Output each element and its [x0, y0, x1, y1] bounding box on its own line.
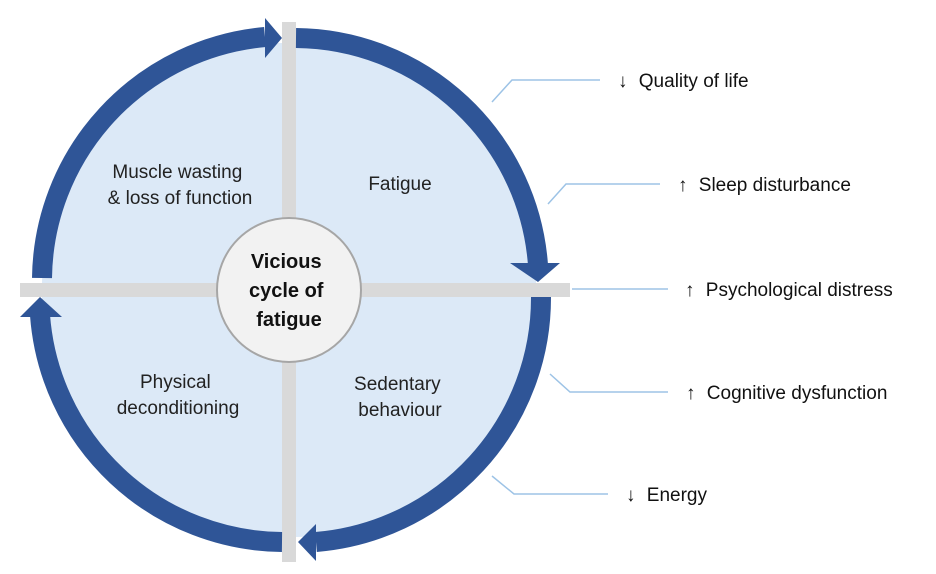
center-label: Vicious cycle of fatigue — [249, 251, 329, 331]
effect-psychological-distress: ↑ Psychological distress — [685, 280, 893, 301]
quadrant-bottom-right — [296, 297, 536, 537]
quadrant-top-left — [42, 43, 282, 283]
connector-quality-of-life — [491, 79, 600, 103]
label-physical-deconditioning: Physical deconditioning — [117, 372, 240, 419]
effect-energy: ↓ Energy — [626, 485, 707, 506]
quadrant-top-right — [296, 43, 536, 283]
cycle-arrow-right-to-bottom — [298, 296, 552, 561]
cycle-arrow-left-to-top — [32, 18, 282, 279]
connector-energy — [491, 475, 608, 495]
effect-sleep-disturbance: ↑ Sleep disturbance — [678, 175, 851, 196]
center-circle — [216, 217, 362, 363]
connector-cognitive-dysfunction — [549, 373, 668, 393]
effect-cognitive-dysfunction: ↑ Cognitive dysfunction — [686, 383, 887, 404]
label-sedentary-behaviour: Sedentary behaviour — [354, 374, 446, 421]
quadrant-bottom-left — [42, 297, 282, 537]
cycle-arrow-bottom-to-left — [20, 297, 283, 552]
down-arrow-icon: ↓ — [618, 71, 628, 92]
effect-quality-of-life: ↓ Quality of life — [618, 71, 749, 92]
label-fatigue: Fatigue — [368, 174, 431, 195]
up-arrow-icon: ↑ — [686, 383, 696, 404]
down-arrow-icon: ↓ — [626, 485, 636, 506]
label-muscle-wasting: Muscle wasting & loss of function — [108, 162, 253, 209]
connector-sleep-disturbance — [547, 183, 660, 205]
cycle-arrow-top-to-right — [295, 28, 560, 282]
up-arrow-icon: ↑ — [678, 175, 688, 196]
up-arrow-icon: ↑ — [685, 280, 695, 301]
